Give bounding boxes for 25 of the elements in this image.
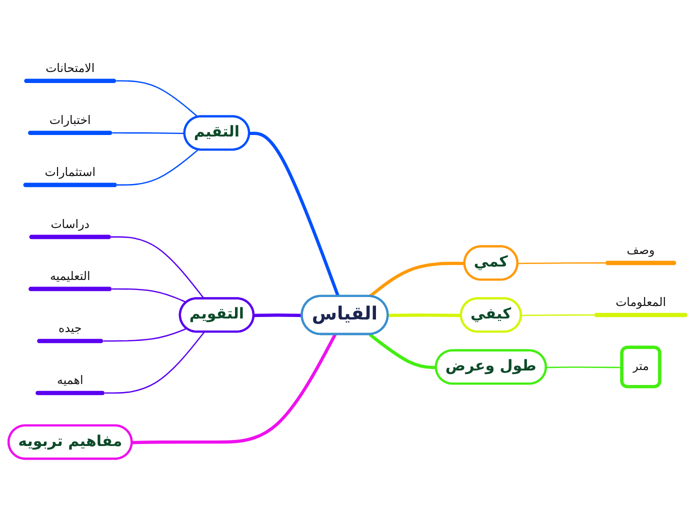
connector [518,262,606,264]
connector [250,132,340,298]
connector [116,149,199,186]
connector [112,132,185,134]
connector [368,262,465,298]
node-text: جيده [58,321,82,336]
node-text: استثمارات [44,165,96,180]
connector [388,314,462,318]
connector [132,334,337,444]
connector [521,314,594,316]
node-text: دراسات [50,217,90,232]
node-text: التعليميه [50,269,90,284]
node-text: المعلومات [616,295,666,310]
connector [368,333,436,370]
node-text: اختبارات [49,113,91,128]
connector [116,80,199,118]
connector [254,314,302,318]
node-text: الامتحانات [46,61,95,75]
connector [104,332,205,394]
connector [112,288,187,304]
connector [103,328,187,342]
node-text: اهميه [57,373,84,388]
connector [546,366,622,368]
node-text: وصف [626,243,655,258]
connector [110,236,205,300]
